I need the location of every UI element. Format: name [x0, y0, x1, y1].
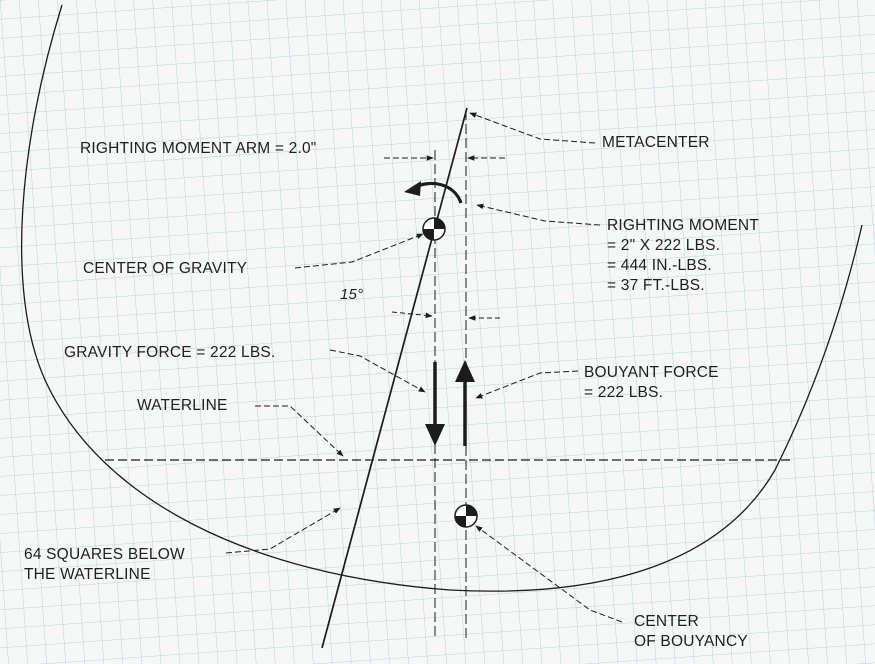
- center-of-bouyancy-line-2: OF BOUYANCY: [634, 633, 748, 650]
- bouyant-force-line-2: = 222 LBS.: [584, 384, 664, 401]
- center-of-bouyancy-leader: [475, 525, 623, 623]
- heel-angle-label: 15°: [340, 286, 364, 303]
- righting-moment-line-4: = 37 FT.-LBS.: [607, 277, 705, 294]
- center-of-gravity-symbol: [422, 217, 446, 241]
- righting-moment-leader: [476, 203, 601, 226]
- squares-below-line-2: THE WATERLINE: [24, 566, 151, 583]
- metacenter-label: METACENTER: [602, 134, 710, 151]
- gravity-force-arrow: [425, 362, 445, 446]
- center-of-gravity-leader: [294, 233, 424, 269]
- righting-moment-label: RIGHTING MOMENT = 2" X 222 LBS. = 444 IN…: [607, 216, 759, 296]
- gravity-force-label: GRAVITY FORCE = 222 LBS.: [64, 344, 276, 361]
- righting-moment-line-1: RIGHTING MOMENT: [607, 217, 759, 234]
- squares-below-label: 64 SQUARES BELOW THE WATERLINE: [24, 545, 185, 585]
- center-of-bouyancy-line-1: CENTER: [634, 613, 699, 630]
- bouyant-force-leader: [475, 370, 579, 399]
- bouyant-force-label: BOUYANT FORCE = 222 LBS.: [584, 363, 719, 403]
- center-of-bouyancy-symbol: [454, 504, 478, 528]
- righting-moment-line-2: = 2" X 222 LBS.: [607, 237, 721, 254]
- center-of-bouyancy-label: CENTER OF BOUYANCY: [634, 612, 748, 652]
- squares-below-line-1: 64 SQUARES BELOW: [24, 546, 185, 563]
- squares-below-leader: [225, 507, 341, 554]
- bouyant-force-arrow: [455, 360, 475, 446]
- heeled-centerline: [321, 107, 468, 649]
- righting-moment-arm-label: RIGHTING MOMENT ARM = 2.0": [80, 140, 317, 157]
- metacenter-leader: [469, 112, 596, 144]
- gravity-force-leader: [329, 349, 426, 393]
- bouyant-force-line-1: BOUYANT FORCE: [584, 364, 719, 381]
- hull-outline: [20, 4, 863, 592]
- righting-moment-arrowhead: [404, 181, 421, 196]
- righting-moment-line-3: = 444 IN.-LBS.: [607, 257, 712, 274]
- angle-arrow-left: [391, 311, 433, 319]
- waterline-leader: [255, 405, 344, 457]
- waterline-label: WATERLINE: [137, 397, 228, 414]
- center-of-gravity-label: CENTER OF GRAVITY: [83, 260, 248, 277]
